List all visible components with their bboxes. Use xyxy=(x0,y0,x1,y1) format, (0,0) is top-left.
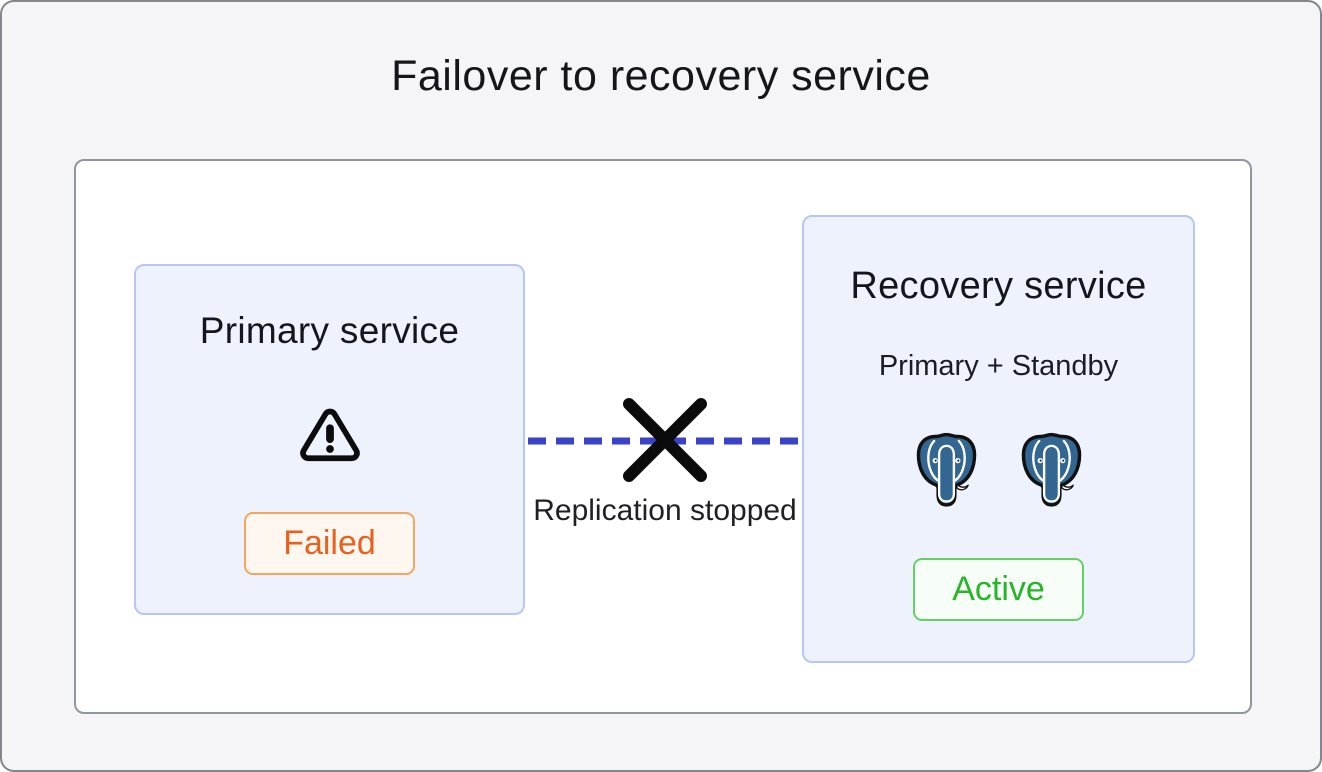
postgresql-elephant-icon xyxy=(1020,431,1083,508)
replication-connector xyxy=(528,398,802,482)
status-badge-failed: Failed xyxy=(244,512,415,575)
warning-triangle-icon xyxy=(296,404,364,466)
database-icons-row xyxy=(915,431,1083,508)
diagram-title: Failover to recovery service xyxy=(391,52,931,100)
connector-label: Replication stopped xyxy=(533,494,797,527)
recovery-service-title: Recovery service xyxy=(850,265,1147,307)
postgresql-elephant-icon xyxy=(915,431,978,508)
diagram-panel: Primary service Failed Replication stopp… xyxy=(74,159,1252,714)
primary-service-card: Primary service Failed xyxy=(134,264,525,615)
recovery-service-subtitle: Primary + Standby xyxy=(878,350,1119,382)
status-badge-active: Active xyxy=(913,558,1084,621)
x-cross-icon xyxy=(623,398,707,482)
recovery-service-card: Recovery service Primary + Standby Activ… xyxy=(802,215,1195,663)
primary-service-title: Primary service xyxy=(199,310,460,351)
